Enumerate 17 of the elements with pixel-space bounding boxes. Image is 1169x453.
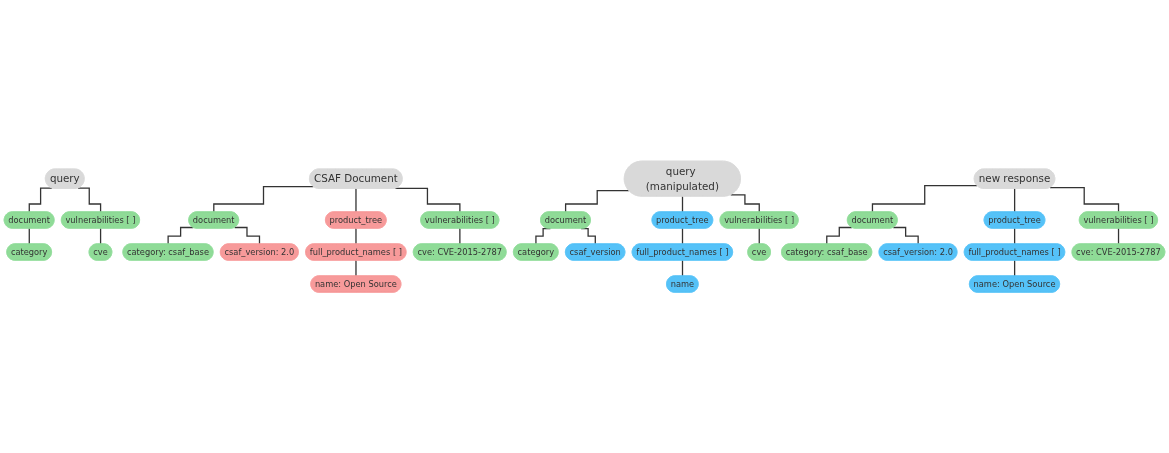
connector (355, 227, 357, 245)
connector (564, 189, 630, 213)
connector (167, 226, 194, 245)
connector (355, 259, 357, 277)
connector (233, 226, 261, 245)
connector (1014, 187, 1016, 213)
connector (1049, 186, 1120, 213)
connector (892, 226, 919, 245)
connector (28, 187, 53, 213)
connector (77, 187, 102, 213)
connector (394, 187, 461, 213)
connector (355, 187, 357, 213)
connector (213, 185, 314, 213)
connector (459, 227, 461, 245)
connector (871, 184, 978, 213)
connector (730, 193, 761, 213)
connector (826, 226, 853, 245)
